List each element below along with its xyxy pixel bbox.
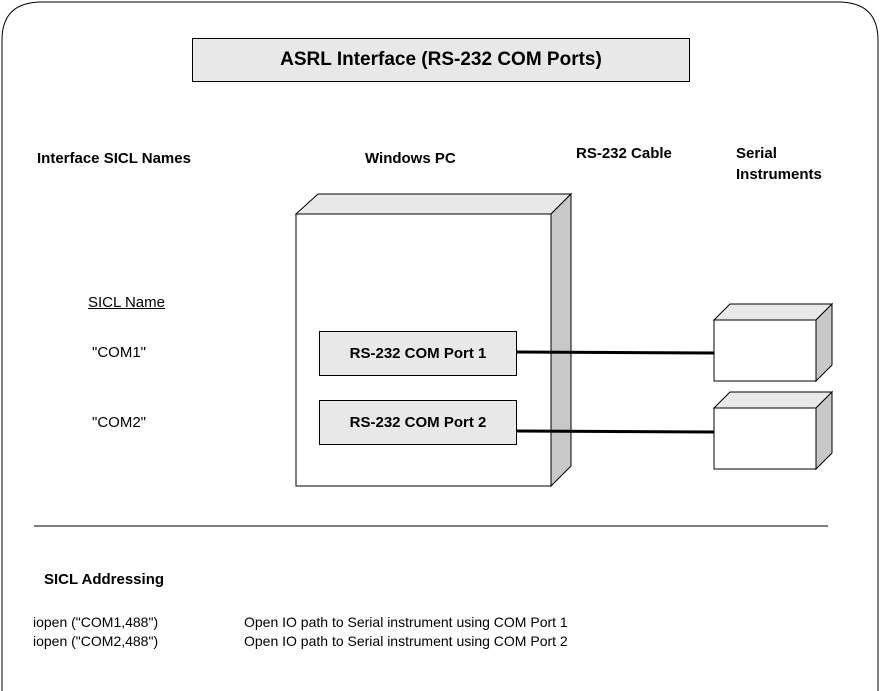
sicl-name-com1: "COM1" [92, 344, 146, 361]
cable-com1 [516, 350, 715, 355]
iopen-call-com1: iopen ("COM1,488") [33, 614, 159, 630]
header-interface-sicl-names: Interface SICL Names [37, 150, 191, 167]
sicl-addressing-heading: SICL Addressing [44, 571, 165, 588]
header-instruments: Instruments [736, 166, 822, 183]
iopen-description-com1: Open IO path to Serial instrument using … [244, 614, 568, 630]
iopen-call-com2: iopen ("COM2,488") [33, 633, 159, 649]
serial-instrument-1 [712, 302, 834, 383]
header-serial: Serial [736, 145, 777, 162]
diagram-title: ASRL Interface (RS-232 COM Ports) [192, 38, 690, 82]
header-windows-pc: Windows PC [365, 150, 456, 167]
sicl-name-header: SICL Name [88, 294, 165, 311]
cable-com2 [516, 429, 715, 434]
serial-instrument-2 [712, 390, 834, 471]
com-port-2-box: RS-232 COM Port 2 [319, 400, 517, 445]
header-rs232-cable: RS-232 Cable [576, 145, 672, 162]
com-port-1-box: RS-232 COM Port 1 [319, 331, 517, 376]
sicl-name-com2: "COM2" [92, 414, 146, 431]
iopen-description-com2: Open IO path to Serial instrument using … [244, 633, 568, 649]
